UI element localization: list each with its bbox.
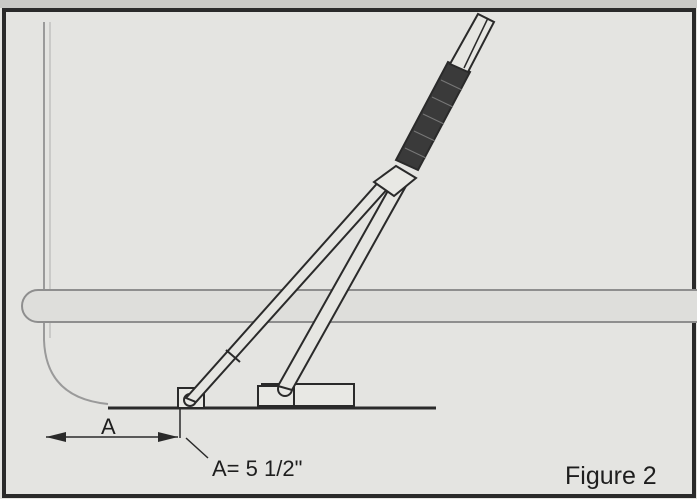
figure-border — [2, 8, 696, 498]
tub-rim — [21, 289, 697, 323]
handle-tube — [448, 12, 496, 74]
dimension-arrow-left — [46, 432, 66, 442]
tub-wall — [43, 22, 109, 405]
front-leg-joint — [225, 349, 241, 363]
dimension-value-label: A= 5 1/2" — [212, 456, 303, 481]
dimension-label-a: A — [101, 414, 116, 439]
scan-top-edge — [0, 0, 697, 8]
handle-grip — [394, 60, 472, 172]
figure-caption: Figure 2 — [565, 462, 657, 490]
leader-line — [185, 437, 209, 459]
dimension-arrow-right — [158, 432, 178, 442]
upper-joint — [372, 164, 418, 198]
